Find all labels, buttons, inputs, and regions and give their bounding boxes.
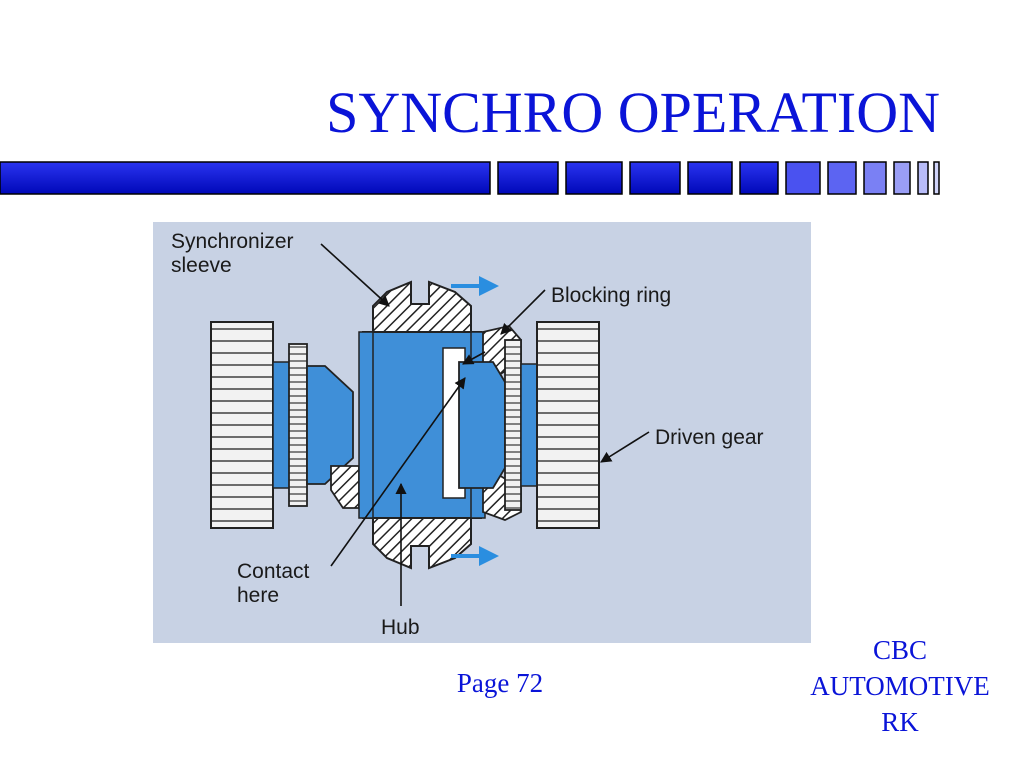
org-label: CBC AUTOMOTIVE RK: [780, 632, 1020, 740]
bar-segment: [687, 161, 733, 195]
label-blocking-ring: Blocking ring: [551, 284, 671, 307]
org-line: CBC: [872, 635, 928, 665]
slide-title: SYNCHRO OPERATION: [326, 80, 940, 145]
leader-line: [320, 243, 390, 307]
bar-segment: [863, 161, 887, 195]
bar-segment: [629, 161, 681, 195]
bar-segment: [917, 161, 929, 195]
synchronizer-sleeve: [372, 280, 472, 570]
label-hub: Hub: [381, 616, 420, 639]
org-line: RK: [881, 707, 919, 737]
bar-segment: [827, 161, 857, 195]
label-synchronizer-sleeve-2: sleeve: [171, 254, 232, 277]
label-driven-gear: Driven gear: [655, 426, 764, 449]
label-synchronizer-sleeve-1: Synchronizer: [171, 230, 294, 253]
org-line: AUTOMOTIVE: [810, 671, 990, 701]
leader-line: [600, 431, 650, 463]
bar-segment: [739, 161, 779, 195]
title-underline-bar: [0, 161, 940, 195]
leader-line: [330, 377, 466, 567]
bar-segment: [933, 161, 940, 195]
arrow-right-icon: [451, 276, 499, 296]
bar-segment: [565, 161, 623, 195]
bar-segment: [497, 161, 559, 195]
left-gear: [210, 321, 354, 529]
label-contact-here-1: Contact: [237, 560, 310, 583]
bar-segment: [893, 161, 911, 195]
page-number: Page 72: [456, 668, 544, 698]
leader-line: [462, 351, 486, 365]
bar-segment: [785, 161, 821, 195]
leader-line: [500, 289, 546, 335]
driven-gear: [458, 321, 600, 529]
synchro-diagram: Synchronizer sleeve Blocking ring Driven…: [153, 222, 811, 643]
label-contact-here-2: here: [237, 584, 279, 607]
arrow-right-icon: [451, 546, 499, 566]
bar-segment: [0, 161, 491, 195]
left-blocking-ring: [330, 465, 360, 509]
